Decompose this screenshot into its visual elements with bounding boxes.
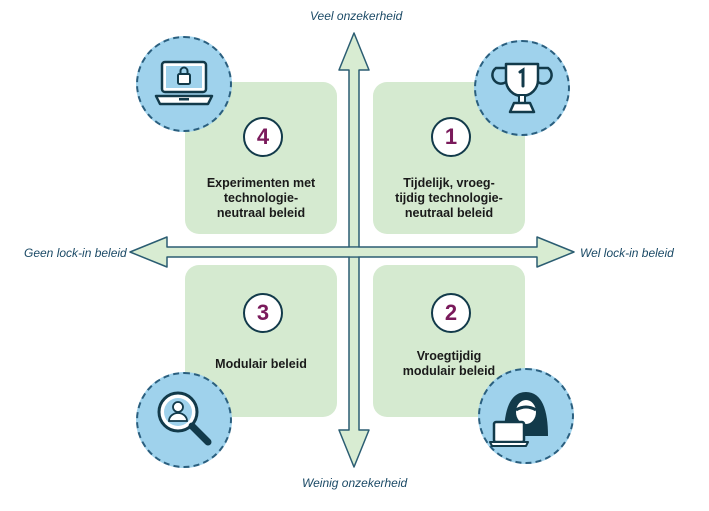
trophy-icon-circle — [474, 40, 570, 136]
axis-label-top: Veel onzekerheid — [310, 9, 403, 23]
quadrant-1-number: 1 — [431, 117, 471, 157]
quadrant-2-number: 2 — [431, 293, 471, 333]
quadrant-1-label-line: neutraal beleid — [404, 206, 494, 220]
quadrant-3-label-line: Modulair beleid — [215, 357, 307, 371]
quadrant-4-number: 4 — [243, 117, 283, 157]
quadrant-3-number: 3 — [243, 293, 283, 333]
quadrant-2-label-line: Vroegtijdig — [416, 349, 482, 363]
laptop-lock-icon — [154, 60, 214, 106]
axis-crossing — [349, 247, 359, 257]
quadrant-1-label: Tijdelijk, vroeg- tijdig technologie- ne… — [381, 176, 517, 221]
quadrant-3-label: Modulair beleid — [193, 357, 329, 372]
quadrant-2-label: Vroegtijdig modulair beleid — [381, 349, 517, 379]
quadrant-1-label-line: tijdig technologie- — [395, 191, 503, 205]
magnifier-person-icon-circle — [136, 372, 232, 468]
quadrant-4-label: Experimenten met technologie- neutraal b… — [193, 176, 329, 221]
axis-label-left: Geen lock-in beleid — [24, 246, 127, 260]
quadrant-4-label-line: neutraal beleid — [216, 206, 306, 220]
quadrant-2-box: 2 Vroegtijdig modulair beleid — [373, 265, 525, 417]
quadrant-1-label-line: Tijdelijk, vroeg- — [403, 176, 495, 190]
trophy-icon — [491, 62, 553, 114]
quadrant-4-label-line: technologie- — [223, 191, 299, 205]
magnifier-person-icon — [157, 391, 212, 446]
quadrant-2-label-line: modulair beleid — [402, 364, 496, 378]
quadrant-4-box: 4 Experimenten met technologie- neutraal… — [185, 82, 337, 234]
laptop-lock-icon-circle — [136, 36, 232, 132]
hooded-hacker-icon-circle — [478, 368, 574, 464]
hooded-hacker-icon — [489, 392, 548, 447]
axis-label-right: Wel lock-in beleid — [580, 246, 674, 260]
axis-label-bottom: Weinig onzekerheid — [302, 476, 408, 490]
quadrant-4-label-line: Experimenten met — [206, 176, 316, 190]
